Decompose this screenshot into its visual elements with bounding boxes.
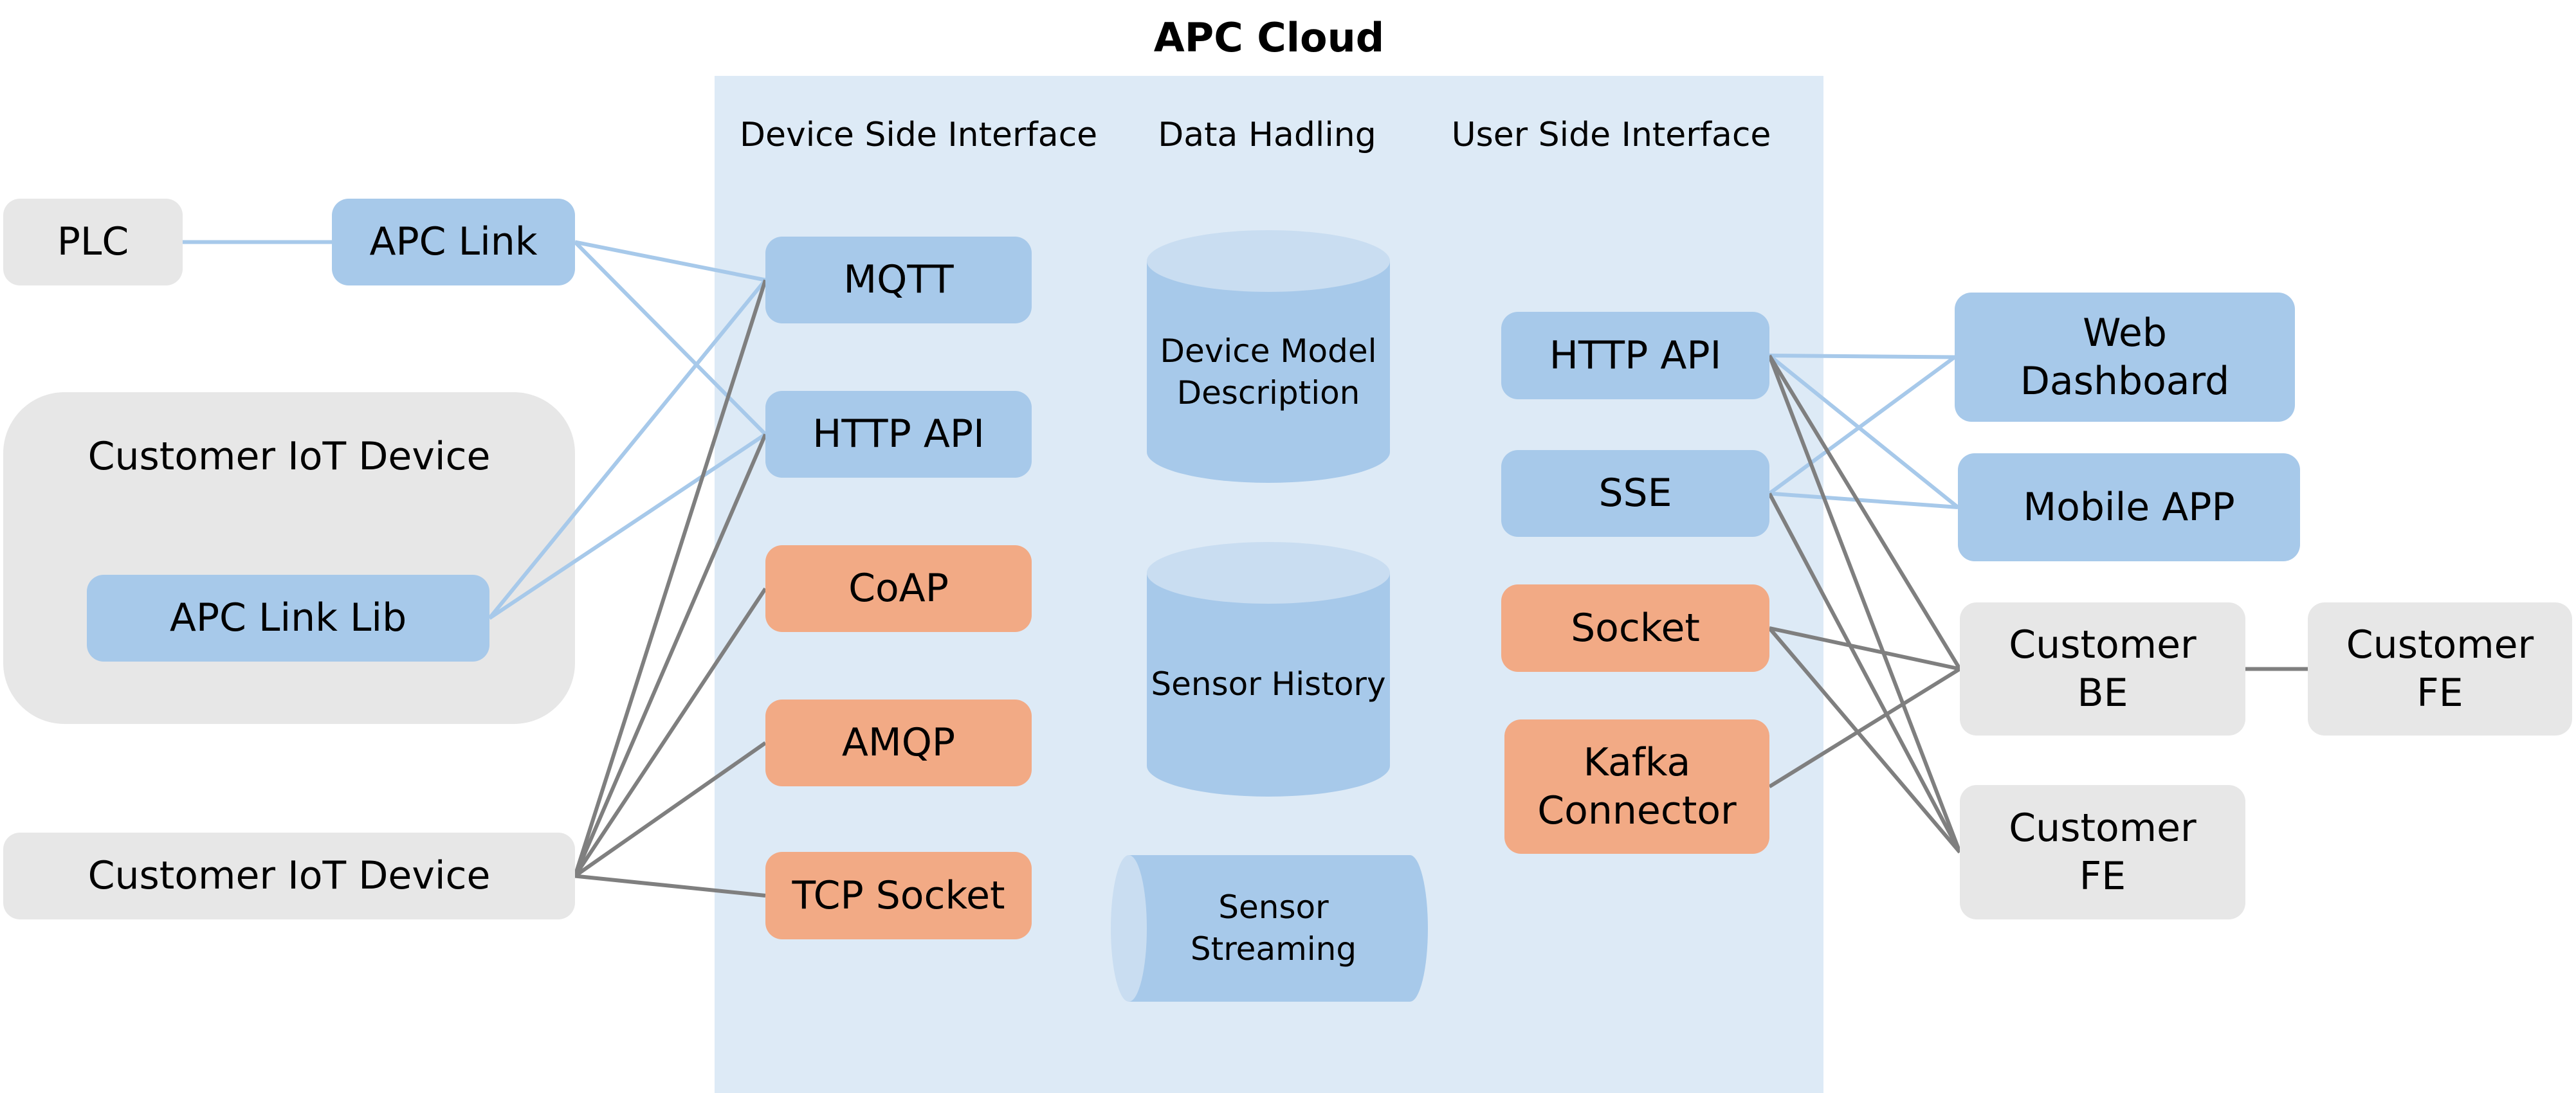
- user-interface-kafka-connector[interactable]: Kafka Connector: [1504, 719, 1769, 854]
- plc-node[interactable]: PLC: [3, 199, 183, 285]
- link-apc-link-to-dev-mqtt: [574, 240, 766, 282]
- customer-iot-device-node[interactable]: Customer IoT Device: [3, 833, 575, 919]
- customer-fe-node-bottom[interactable]: Customer FE: [1960, 785, 2245, 919]
- device-interface-http-api[interactable]: HTTP API: [765, 391, 1032, 478]
- link-customer-iot-device-to-dev-coap: [573, 587, 767, 878]
- cylinder-icon: [1147, 230, 1390, 483]
- data-store-label: Sensor History: [1151, 665, 1386, 703]
- cylinder-icon: [1147, 542, 1390, 797]
- link-user-sse-to-customer-fe-bottom: [1768, 492, 1962, 853]
- link-customer-iot-device-to-dev-amqp: [574, 741, 767, 878]
- customer-fe-node-right[interactable]: Customer FE: [2308, 602, 2572, 736]
- user-interface-sse[interactable]: SSE: [1501, 450, 1769, 537]
- data-store-sensor-streaming[interactable]: Sensor Streaming: [1110, 855, 1428, 1002]
- cylinder-horizontal-icon: [1111, 855, 1428, 1002]
- link-apc-link-lib-to-dev-http: [488, 433, 767, 620]
- apc-link-node[interactable]: APC Link: [332, 199, 575, 285]
- customer-be-node[interactable]: Customer BE: [1960, 602, 2245, 736]
- user-interface-http-api[interactable]: HTTP API: [1501, 312, 1769, 399]
- data-store-label: Device Model Description: [1160, 332, 1377, 411]
- link-user-socket-to-customer-fe-bottom: [1768, 627, 1962, 854]
- link-customer-iot-device-to-dev-mqtt: [573, 279, 767, 877]
- link-apc-link-to-dev-http: [573, 240, 767, 436]
- user-interface-socket[interactable]: Socket: [1501, 584, 1769, 672]
- customer-iot-device-container[interactable]: Customer IoT Device: [3, 392, 575, 724]
- data-store-device-model-description[interactable]: Device Model Description: [1147, 230, 1390, 483]
- link-user-http-to-web-dashboard: [1769, 354, 1955, 359]
- link-user-sse-to-web-dashboard: [1768, 356, 1956, 495]
- column-header-device-side: Device Side Interface: [740, 116, 1098, 154]
- customer-iot-device-container-label: Customer IoT Device: [87, 434, 491, 479]
- device-interface-tcp-socket[interactable]: TCP Socket: [765, 852, 1032, 939]
- device-interface-mqtt[interactable]: MQTT: [765, 237, 1032, 323]
- mobile-app-node[interactable]: Mobile APP: [1958, 453, 2300, 561]
- link-user-http-to-customer-be: [1768, 354, 1962, 671]
- device-interface-amqp[interactable]: AMQP: [765, 700, 1032, 786]
- link-user-kafka-to-customer-be: [1768, 667, 1961, 789]
- link-user-sse-to-mobile-app: [1769, 491, 1959, 509]
- link-user-http-to-customer-fe-bottom: [1768, 354, 1962, 853]
- apc-link-lib-node[interactable]: APC Link Lib: [87, 575, 489, 662]
- data-store-sensor-history[interactable]: Sensor History: [1147, 542, 1390, 797]
- link-user-socket-to-customer-be: [1769, 626, 1960, 671]
- device-interface-coap[interactable]: CoAP: [765, 545, 1032, 632]
- diagram-title: APC Cloud: [1153, 14, 1385, 61]
- link-customer-iot-device-to-dev-http: [573, 433, 767, 877]
- web-dashboard-node[interactable]: Web Dashboard: [1955, 293, 2295, 422]
- link-apc-link-lib-to-dev-mqtt: [488, 278, 767, 620]
- link-user-http-to-mobile-app: [1768, 354, 1959, 509]
- data-store-label: Sensor Streaming: [1190, 889, 1357, 968]
- link-customer-iot-device-to-dev-tcp: [574, 874, 766, 898]
- column-header-data-handling: Data Hadling: [1158, 116, 1376, 154]
- column-header-user-side: User Side Interface: [1451, 116, 1771, 154]
